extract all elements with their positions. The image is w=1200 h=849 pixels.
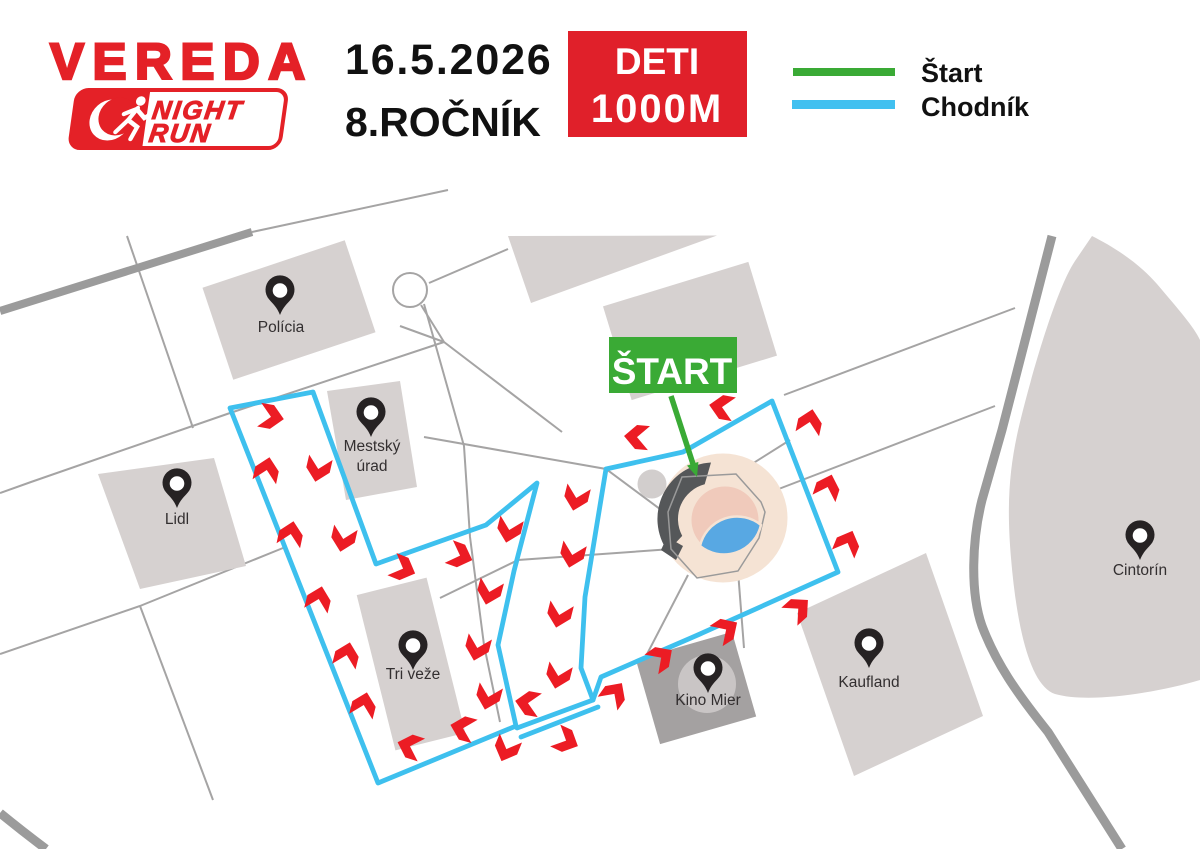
svg-text:8.ROČNÍK: 8.ROČNÍK (345, 99, 541, 145)
svg-text:Mestský: Mestský (344, 438, 401, 455)
svg-text:Kaufland: Kaufland (838, 674, 899, 691)
svg-text:16.5.2026: 16.5.2026 (345, 36, 553, 84)
svg-text:úrad: úrad (356, 458, 387, 475)
svg-text:NIGHT: NIGHT (150, 95, 245, 125)
svg-text:Polícia: Polícia (258, 319, 305, 336)
svg-text:Cintorín: Cintorín (1113, 562, 1167, 579)
svg-text:Lidl: Lidl (165, 511, 189, 528)
svg-text:Štart: Štart (921, 57, 983, 88)
svg-text:ŠTART: ŠTART (612, 350, 733, 392)
svg-text:Tri veže: Tri veže (386, 666, 441, 683)
svg-text:1000M: 1000M (591, 87, 723, 131)
svg-text:RUN: RUN (147, 118, 213, 148)
svg-text:Chodník: Chodník (921, 92, 1030, 122)
svg-text:VEREDA: VEREDA (50, 33, 314, 90)
svg-text:DETI: DETI (615, 41, 699, 82)
svg-text:Kino Mier: Kino Mier (675, 692, 740, 709)
